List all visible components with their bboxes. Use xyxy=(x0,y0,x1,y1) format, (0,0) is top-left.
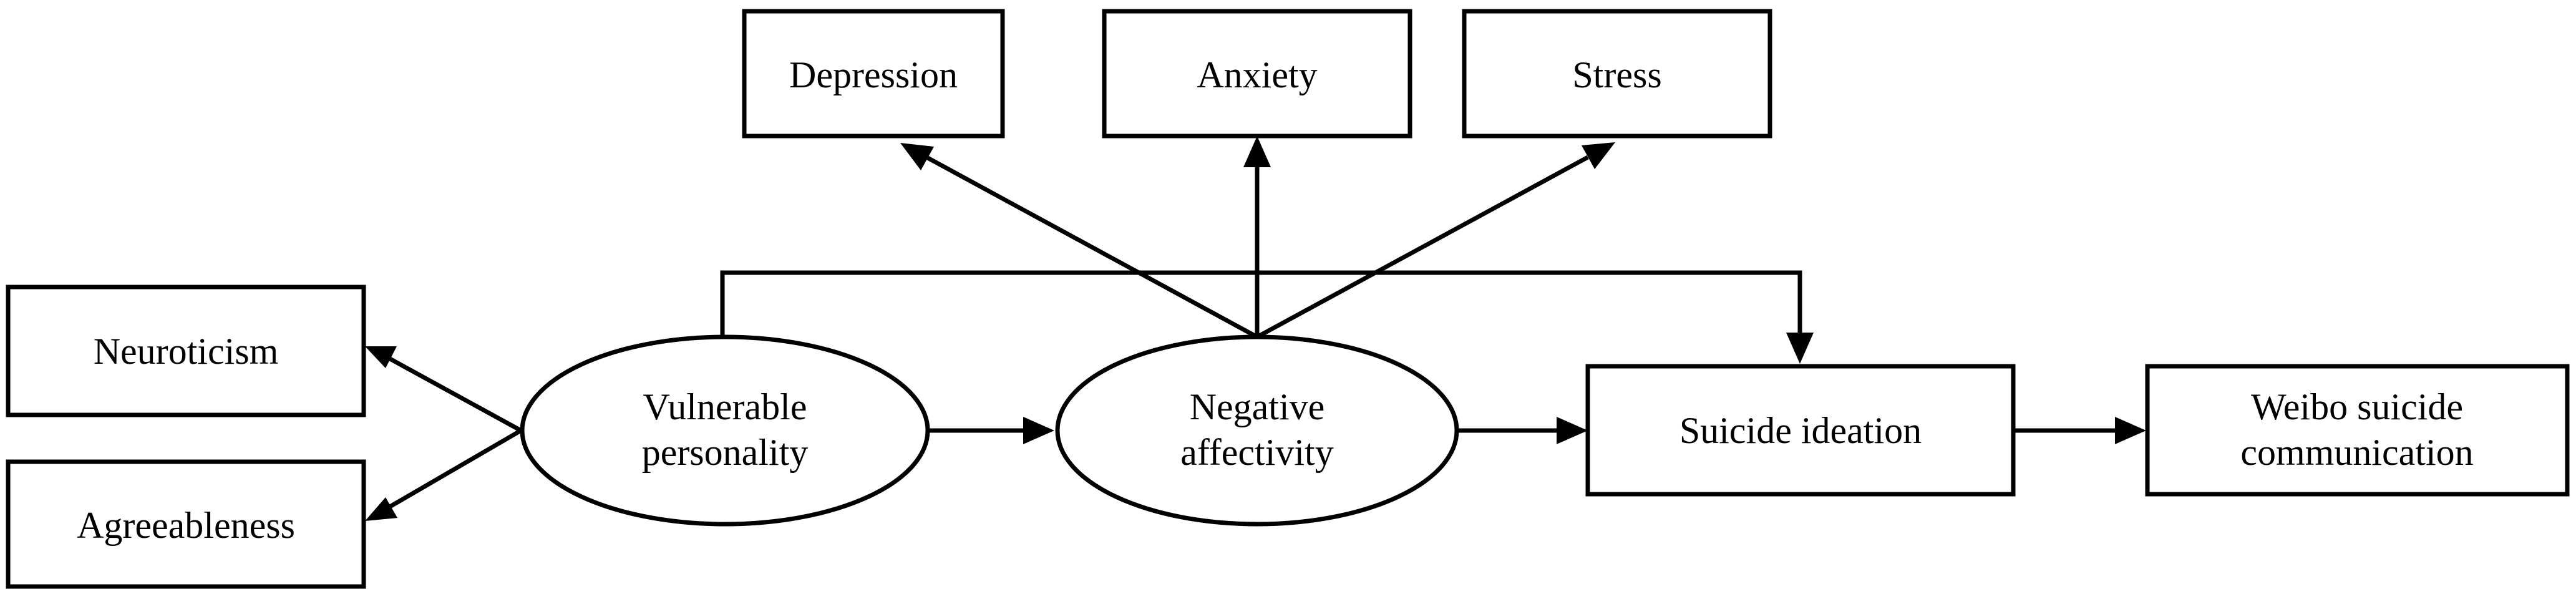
edge-vulnerable-to-suicide-ideation xyxy=(720,270,1802,337)
node-anxiety-label: Anxiety xyxy=(1197,54,1317,95)
edge-negative-to-depression xyxy=(926,155,1258,339)
node-agreeableness: Agreeableness xyxy=(6,459,366,589)
arrowhead-suicide-ideation-top xyxy=(1786,333,1814,364)
node-suicide-ideation: Suicide ideation xyxy=(1585,364,2016,497)
arrowhead-depression xyxy=(900,143,934,170)
node-vulnerable-personality: Vulnerable personality xyxy=(520,334,930,527)
arrowhead-anxiety xyxy=(1243,136,1271,167)
edges xyxy=(365,136,2146,521)
arrowhead-stress xyxy=(1582,142,1615,169)
arrowhead-suicide-ideation xyxy=(1557,417,1588,444)
node-weibo-suicide-communication: Weibo suicide communication xyxy=(2145,364,2570,497)
node-depression-label: Depression xyxy=(789,54,958,95)
node-depression: Depression xyxy=(742,9,1005,139)
arrowhead-neuroticism xyxy=(365,346,397,368)
node-stress-label: Stress xyxy=(1572,54,1661,95)
node-vulnerable-personality-line2: personality xyxy=(642,432,809,473)
edge-vulnerable-to-agreeableness xyxy=(389,428,522,509)
node-anxiety: Anxiety xyxy=(1102,9,1412,139)
node-negative-affectivity-line2: affectivity xyxy=(1180,432,1333,473)
arrowhead-agreeableness xyxy=(365,497,397,521)
node-weibo-suicide-communication-line2: communication xyxy=(2240,432,2473,473)
node-negative-affectivity: Negative affectivity xyxy=(1055,334,1459,527)
node-vulnerable-personality-line1: Vulnerable xyxy=(643,386,807,427)
node-stress: Stress xyxy=(1462,9,1772,139)
node-neuroticism: Neuroticism xyxy=(6,285,366,417)
node-suicide-ideation-label: Suicide ideation xyxy=(1679,410,1922,451)
node-weibo-suicide-communication-line1: Weibo suicide xyxy=(2251,386,2463,427)
node-negative-affectivity-line1: Negative xyxy=(1190,386,1325,427)
arrowhead-weibo xyxy=(2115,417,2146,444)
edge-negative-to-stress xyxy=(1256,155,1589,339)
node-neuroticism-label: Neuroticism xyxy=(94,331,279,372)
nodes: Depression Anxiety Stress Neuroticism Ag… xyxy=(6,9,2570,589)
edge-vulnerable-to-neuroticism xyxy=(389,356,522,433)
arrowhead-negative-affectivity xyxy=(1023,417,1054,444)
node-agreeableness-label: Agreeableness xyxy=(77,505,295,546)
